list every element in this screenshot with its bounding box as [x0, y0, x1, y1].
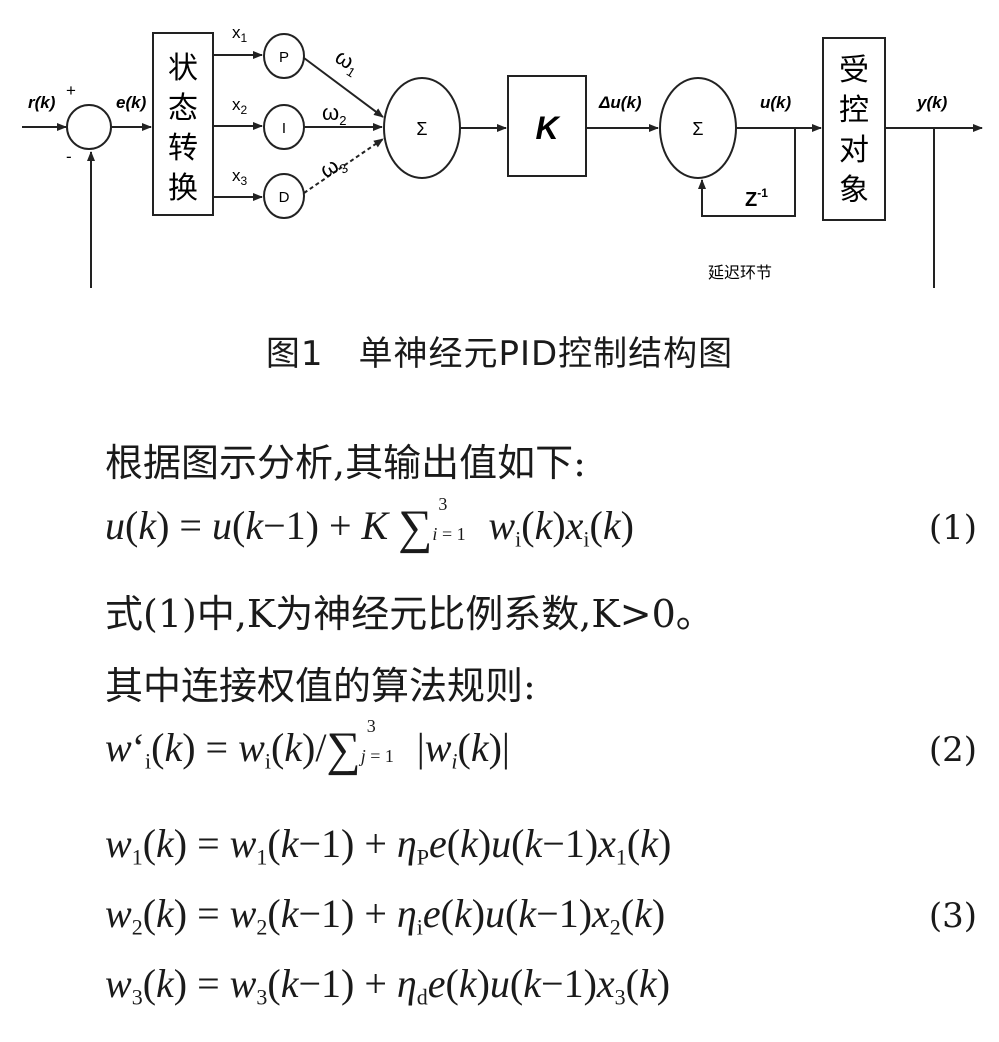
plant-char-1: 受 — [839, 54, 869, 87]
weight-w2: ω2 — [322, 100, 346, 128]
signal-du: Δu(k) — [598, 93, 642, 112]
plant-char-2: 控 — [839, 94, 869, 127]
plant-char-4: 象 — [839, 174, 869, 207]
input-x3: x3 — [232, 166, 248, 188]
block-diagram: r(k) + - e(k) 状 态 转 换 x1 x2 x3 P I D ω1 … — [22, 23, 983, 288]
signal-u: u(k) — [760, 93, 792, 112]
equation-3c: w3(k) = w3(k−1) + ηde(k)u(k−1)x3(k) — [105, 961, 671, 1010]
input-x1: x1 — [232, 23, 248, 45]
neuron-p — [263, 33, 305, 79]
sum-2-symbol: Σ — [692, 119, 703, 139]
description-text: 式(1)中,K为神经元比例系数,K>0。 — [105, 592, 714, 636]
gain-label: K — [535, 110, 561, 146]
neuron-i-label: I — [282, 120, 286, 137]
weight-w3: ω3 — [315, 149, 350, 185]
state-char-1: 状 — [168, 52, 198, 85]
intro-text: 根据图示分析,其输出值如下: — [105, 441, 586, 485]
state-char-3: 转 — [168, 132, 198, 165]
summing-junction — [66, 104, 112, 150]
state-char-2: 态 — [168, 92, 198, 125]
equation-number-3: (3) — [928, 896, 977, 936]
figure-caption: 图1 单神经元PID控制结构图 — [265, 334, 734, 374]
delay-operator: Z-1 — [745, 186, 768, 211]
neuron-d-label: D — [279, 189, 290, 206]
equation-number-1: (1) — [928, 508, 977, 548]
rule-text: 其中连接权值的算法规则: — [105, 664, 536, 708]
weight-w1: ω1 — [329, 44, 365, 81]
state-char-4: 换 — [168, 172, 198, 205]
gain-block — [507, 75, 587, 177]
equation-3a: w1(k) = w1(k−1) + ηPe(k)u(k−1)x1(k) — [105, 821, 672, 870]
sum-1-symbol: Σ — [416, 119, 427, 139]
signal-y: y(k) — [916, 93, 948, 112]
equation-number-2: (2) — [928, 730, 977, 770]
plant-char-3: 对 — [839, 134, 869, 167]
plus-sign: + — [66, 81, 76, 100]
signal-r: r(k) — [28, 93, 56, 112]
minus-sign: - — [66, 147, 72, 166]
signal-e: e(k) — [116, 93, 147, 112]
input-x2: x2 — [232, 95, 248, 117]
equation-3b: w2(k) = w2(k−1) + ηie(k)u(k−1)x2(k) — [105, 891, 666, 940]
neuron-d — [263, 173, 305, 219]
neuron-p-label: P — [279, 49, 289, 66]
delay-label: 延迟环节 — [708, 264, 772, 282]
state-transform-block — [152, 32, 214, 216]
